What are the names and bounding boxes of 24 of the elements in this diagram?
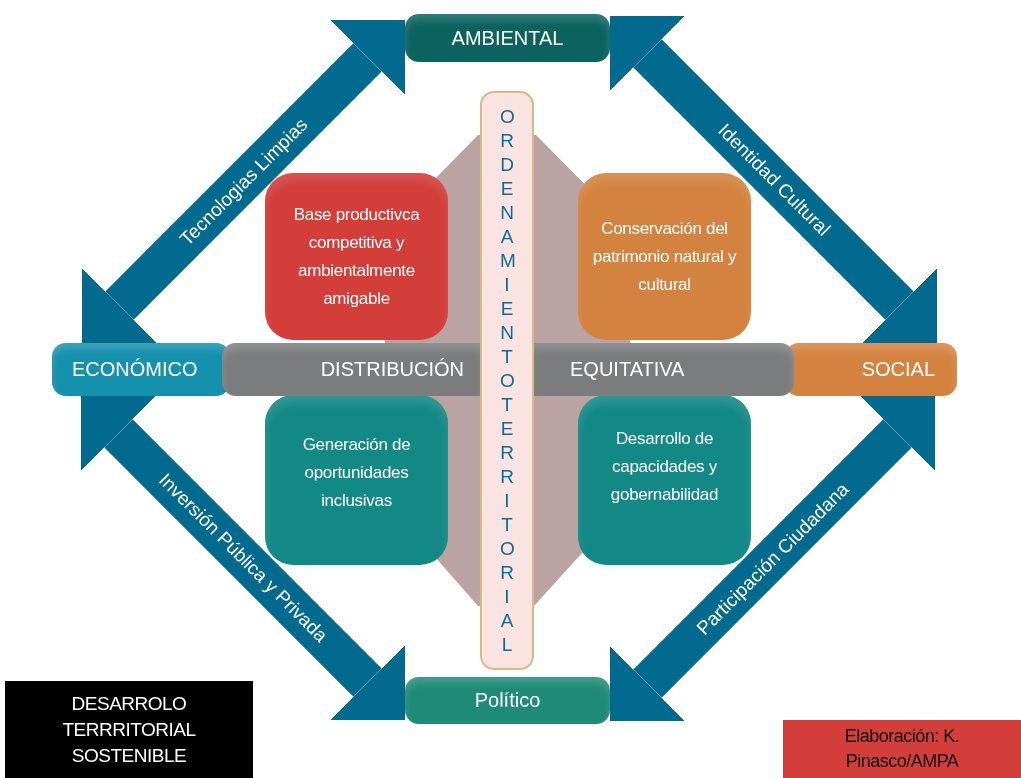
box-label: Conservación del patrimonio natural y cultural bbox=[591, 217, 738, 296]
double-arrow bbox=[610, 16, 937, 343]
pill-label: AMBIENTAL bbox=[451, 26, 564, 50]
vertical-label: ORDENAMIENTOTERRITORIAL bbox=[498, 104, 523, 657]
title-box bbox=[5, 681, 253, 778]
category-pill bbox=[405, 14, 610, 62]
process-box bbox=[265, 395, 448, 565]
credit-box bbox=[783, 720, 1021, 778]
vertical-column bbox=[480, 91, 534, 670]
box-label: Desarrollo de capacidades y gobernabilidad bbox=[609, 428, 720, 506]
box-label: Generación de oportunidades inclusivas bbox=[301, 434, 412, 512]
bar-label: DISTRIBUCIÓN bbox=[320, 358, 464, 381]
box-label: Base productivca competitiva y ambientalmente amigable bbox=[292, 203, 421, 310]
double-arrow bbox=[610, 396, 935, 721]
process-box bbox=[265, 173, 448, 340]
pill-label: SOCIAL bbox=[861, 358, 935, 381]
title-text: DESARROLO TERRRITORIAL SOSTENIBLE bbox=[61, 691, 197, 768]
double-arrow bbox=[82, 20, 405, 343]
pill-label: ECONÓMICO bbox=[72, 358, 198, 381]
category-pill bbox=[405, 677, 610, 724]
bar-label: EQUITATIVA bbox=[570, 358, 685, 381]
pill-label: Político bbox=[474, 689, 541, 712]
credit-text: Elaboración: K. Pinasco/AMPA bbox=[843, 725, 961, 773]
double-arrow bbox=[81, 396, 405, 720]
